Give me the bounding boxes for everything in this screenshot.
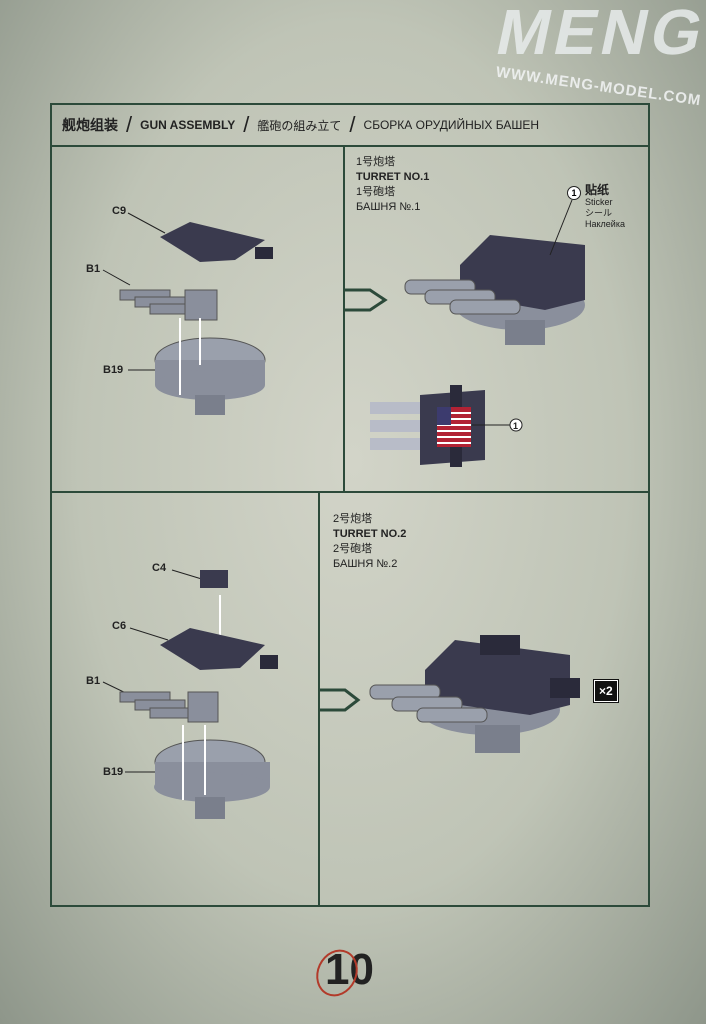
sticker-callout-1: 1	[567, 186, 581, 200]
sticker-jp: シール	[585, 208, 613, 218]
svg-text:1: 1	[513, 421, 518, 431]
turret2-assembled	[369, 635, 580, 753]
part-label-b1-step2: B1	[86, 675, 101, 687]
divider-top	[343, 147, 345, 492]
part-label-c6: C6	[112, 620, 127, 632]
turret2-en: TURRET NO.2	[333, 528, 407, 540]
step2-exploded-diagram	[102, 569, 361, 819]
turret1-assembled: 1	[370, 199, 585, 467]
sticker-cn: 贴纸	[585, 183, 610, 197]
page-number: 10	[325, 945, 374, 994]
title-en: GUN ASSEMBLY	[140, 118, 236, 132]
turret1-ru: БАШНЯ №.1	[356, 201, 421, 213]
part-label-c9: C9	[112, 205, 127, 217]
title-ru: СБОРКА ОРУДИЙНЫХ БАШЕН	[363, 118, 540, 132]
part-label-b1: B1	[86, 263, 101, 275]
sticker-legend: 贴纸 Sticker シール Наклейка	[585, 183, 625, 230]
turret1-jp: 1号砲塔	[356, 186, 396, 198]
sticker-en: Sticker	[585, 197, 613, 207]
divider-middle	[52, 491, 648, 493]
turret2-jp: 2号砲塔	[333, 543, 373, 555]
title-cn: 舰炮组装	[62, 117, 118, 133]
part-label-c4: C4	[152, 562, 167, 574]
part-label-b19: B19	[103, 364, 124, 376]
turret1-cn: 1号炮塔	[356, 156, 396, 168]
turret2-cn: 2号炮塔	[333, 513, 373, 525]
turret2-title: 2号炮塔 TURRET NO.2 2号砲塔 БАШНЯ №.2	[333, 512, 406, 572]
instruction-frame: 舰炮组装/ GUN ASSEMBLY/ 艦砲の組み立て/ СБОРКА ОРУД…	[50, 103, 650, 907]
turret1-en: TURRET NO.1	[356, 171, 430, 183]
part-label-b19-step2: B19	[103, 766, 124, 778]
sticker-ru: Наклейка	[585, 219, 625, 229]
turret2-ru: БАШНЯ №.2	[333, 558, 398, 570]
quantity-badge: ×2	[593, 679, 619, 703]
step1-exploded-diagram	[102, 212, 388, 415]
section-header: 舰炮组装/ GUN ASSEMBLY/ 艦砲の組み立て/ СБОРКА ОРУД…	[52, 105, 648, 147]
title-jp: 艦砲の組み立て	[257, 118, 342, 133]
divider-bottom	[318, 493, 320, 905]
turret1-title: 1号炮塔 TURRET NO.1 1号砲塔 БАШНЯ №.1	[356, 155, 429, 215]
